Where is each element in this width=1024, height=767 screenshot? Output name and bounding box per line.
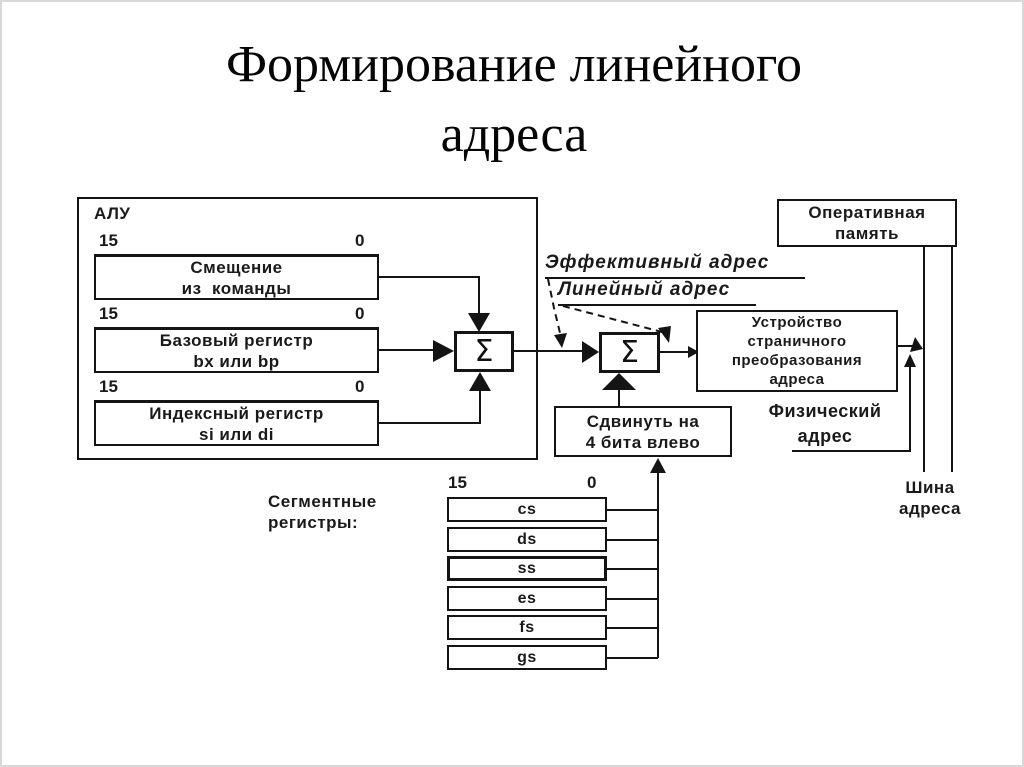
arrow-into-sum2-left [582,341,599,363]
address-bus-line2: адреса [899,499,961,518]
base-register-line2: bx или bp [193,351,280,371]
offset-register-line2: из команды [181,278,292,298]
base-register-line1: Базовый регистр [159,330,314,350]
bit-label-0: 0 [355,231,365,250]
segment-registers-label-line2: регистры: [268,513,359,532]
physical-address-label: Физический адрес [739,399,911,449]
index-register-box: Индексный регистр si или di [94,400,379,446]
sum1-box: Σ [454,331,514,372]
segment-registers-label: Сегментные регистры: [268,491,418,533]
address-bus-line1: Шина [905,478,955,497]
arrow-paging-to-bus [910,337,923,352]
ram-box: Оперативная память [777,199,957,247]
paging-line2: страничного [747,333,847,350]
segment-register-cs: cs [447,497,607,522]
bit-label-15: 15 [448,473,467,492]
bit-label-0: 0 [355,304,365,323]
sigma-symbol: Σ [620,334,639,370]
bit-label-15: 15 [99,231,118,250]
segment-register-label: cs [517,500,537,518]
arrow-physical-address-callout [904,354,916,367]
wire-linear-address-dashed [562,305,663,333]
segment-register-gs: gs [447,645,607,670]
index-register-line1: Индексный регистр [149,403,324,423]
segment-register-ss: ss [447,556,607,581]
segment-register-es: es [447,586,607,611]
title-line-1: Формирование линейного [225,36,803,93]
shift-line1: Сдвинуть на [586,411,700,431]
segment-register-ds: ds [447,527,607,552]
wire-segment-connectors [607,509,658,659]
title-line-2: адреса [440,106,588,163]
offset-register-box: Смещение из команды [94,254,379,300]
sigma-symbol: Σ [474,333,494,369]
ram-line1: Оперативная [808,203,926,222]
arrow-into-shift-box [650,458,666,473]
segment-register-fs: fs [447,615,607,640]
shift-line2: 4 бита влево [585,432,701,452]
effective-address-label: Эффективный адрес [545,252,805,279]
base-register-box: Базовый регистр bx или bp [94,327,379,373]
arrow-effective-address-callout [554,333,567,348]
alu-label: АЛУ [94,204,131,223]
physical-address-line1: Физический [768,401,882,421]
ram-line2: память [835,224,899,243]
bit-label-0: 0 [587,473,597,492]
segment-register-label: fs [519,618,535,636]
sum2-box: Σ [599,332,660,373]
shift-left-box: Сдвинуть на 4 бита влево [554,406,732,457]
paging-line3: преобразования [731,352,863,369]
address-bus-label: Шина адреса [884,477,976,519]
segment-registers-label-line1: Сегментные [268,492,377,511]
segment-register-label: es [517,589,537,607]
index-register-line2: si или di [199,424,274,444]
segment-register-label: gs [517,648,537,666]
alu-box [77,197,538,460]
linear-address-label: Линейный адрес [558,279,756,306]
bit-label-15: 15 [99,304,118,323]
segment-register-label: ss [517,559,537,577]
segment-register-label: ds [517,530,537,548]
slide-title: Формирование линейного адреса [2,30,1022,170]
offset-register-line1: Смещение [190,257,283,277]
arrow-into-sum2-bottom [602,373,636,390]
paging-line4: адреса [769,371,825,388]
bit-label-0: 0 [355,377,365,396]
bit-label-15: 15 [99,377,118,396]
paging-unit-box: Устройство страничного преобразования ад… [696,310,898,392]
paging-line1: Устройство [751,314,843,331]
physical-address-line2: адрес [797,426,853,446]
